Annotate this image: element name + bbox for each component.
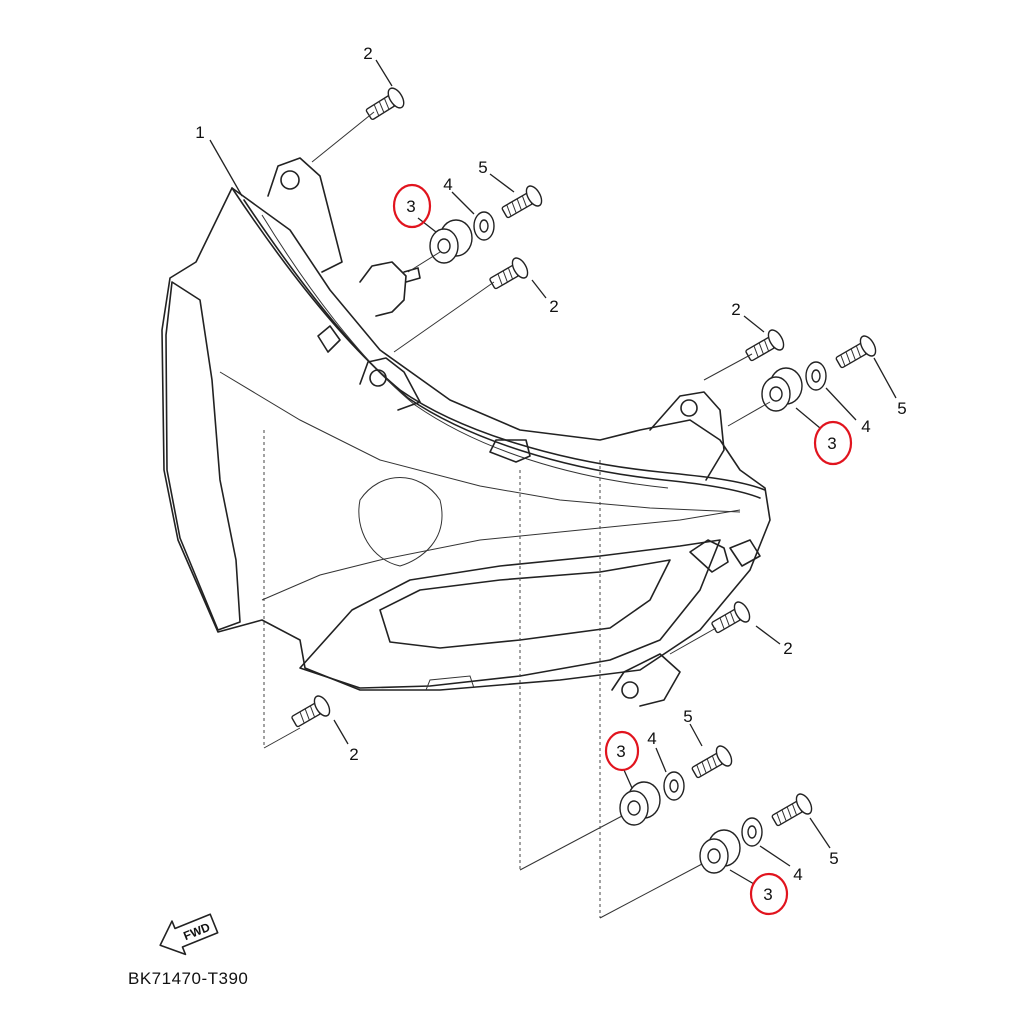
center-mount-hole (369, 369, 387, 387)
bolt-top-right (835, 335, 877, 369)
highlight-ring-3-top-center (392, 183, 432, 229)
callout-2-bottom-left: 2 (349, 745, 358, 764)
screw-bottom-left (291, 695, 331, 728)
highlight-rings (392, 183, 853, 916)
callout-5-bottom-center: 5 (683, 707, 692, 726)
headlight-reflector (358, 477, 443, 567)
headlight-upper-rim-inner (243, 199, 761, 499)
grommet-right (761, 367, 803, 412)
callout-4-bottom-center: 4 (647, 729, 656, 748)
right-clip (689, 539, 729, 573)
leader-lines (209, 59, 897, 885)
headlight-body-crease-lower (261, 509, 741, 601)
center-mount-tab (359, 357, 421, 411)
callout-5-bottom-right: 5 (829, 849, 838, 868)
callout-3-bottom-center: 3 (616, 742, 625, 761)
highlight-ring-3-bottom-center (604, 730, 640, 772)
callout-1: 1 (195, 123, 204, 142)
callouts: 1 2 2 2 2 2 3 4 5 5 4 3 3 4 5 5 4 3 (195, 44, 906, 904)
callout-3-top-center: 3 (406, 197, 415, 216)
top-clip (489, 439, 531, 463)
washer-bottom-center (663, 771, 685, 801)
fwd-arrow-shape (159, 913, 219, 956)
grommet-bottom-center (619, 781, 661, 826)
alignment-lines (263, 430, 703, 919)
left-mount-hole (280, 170, 300, 190)
highlight-ring-3-right (813, 420, 853, 466)
callout-2-right-middle: 2 (783, 639, 792, 658)
washer-right (805, 361, 827, 391)
callout-3-bottom-right: 3 (763, 885, 772, 904)
fwd-arrow: FWD (159, 913, 219, 956)
bolt-bottom-center (691, 745, 733, 779)
callout-2-top-left: 2 (363, 44, 372, 63)
washer-top-center (473, 211, 495, 241)
callout-4-top-center: 4 (443, 175, 452, 194)
headlight-side-panel (165, 281, 241, 631)
headlight-body-crease (219, 371, 741, 513)
bolt-top-center (501, 185, 543, 219)
right-clip-2 (729, 539, 761, 567)
side-clip (317, 325, 341, 353)
drawing-code: BK71470-T390 (128, 969, 248, 988)
headlight-lens-inner (379, 559, 671, 649)
headlight-upper-rim (231, 187, 766, 491)
lower-right-mount-hole (621, 681, 639, 699)
callout-4-right: 4 (861, 417, 870, 436)
left-mount-tab (267, 157, 343, 273)
callout-2-top-right: 2 (731, 300, 740, 319)
washer-bottom-right (741, 817, 763, 847)
right-mount-tab (649, 391, 725, 481)
headlight-rim-edge (261, 214, 669, 489)
headlight-lens (299, 539, 721, 689)
callout-4-bottom-right: 4 (793, 865, 802, 884)
screw-top-right (745, 329, 785, 362)
bolt-bottom-right (771, 793, 813, 827)
callout-5-top-center: 5 (478, 158, 487, 177)
center-stud-boss (359, 261, 407, 317)
right-mount-hole (680, 399, 698, 417)
headlight-assembly (161, 157, 771, 707)
callout-3-right: 3 (827, 434, 836, 453)
screw-top-center (489, 257, 529, 290)
highlight-ring-3-bottom-right (749, 872, 789, 916)
headlight-housing-outline (161, 187, 771, 691)
grommet-top-center (429, 219, 473, 264)
lower-right-mount-tab (611, 653, 681, 707)
callout-5-right: 5 (897, 399, 906, 418)
installation-lines (311, 111, 771, 655)
bottom-tab (425, 675, 475, 691)
screw-right-middle (711, 601, 751, 634)
screw-top-left (365, 87, 405, 120)
grommet-bottom-right (699, 829, 741, 874)
callout-2-top-center: 2 (549, 297, 558, 316)
